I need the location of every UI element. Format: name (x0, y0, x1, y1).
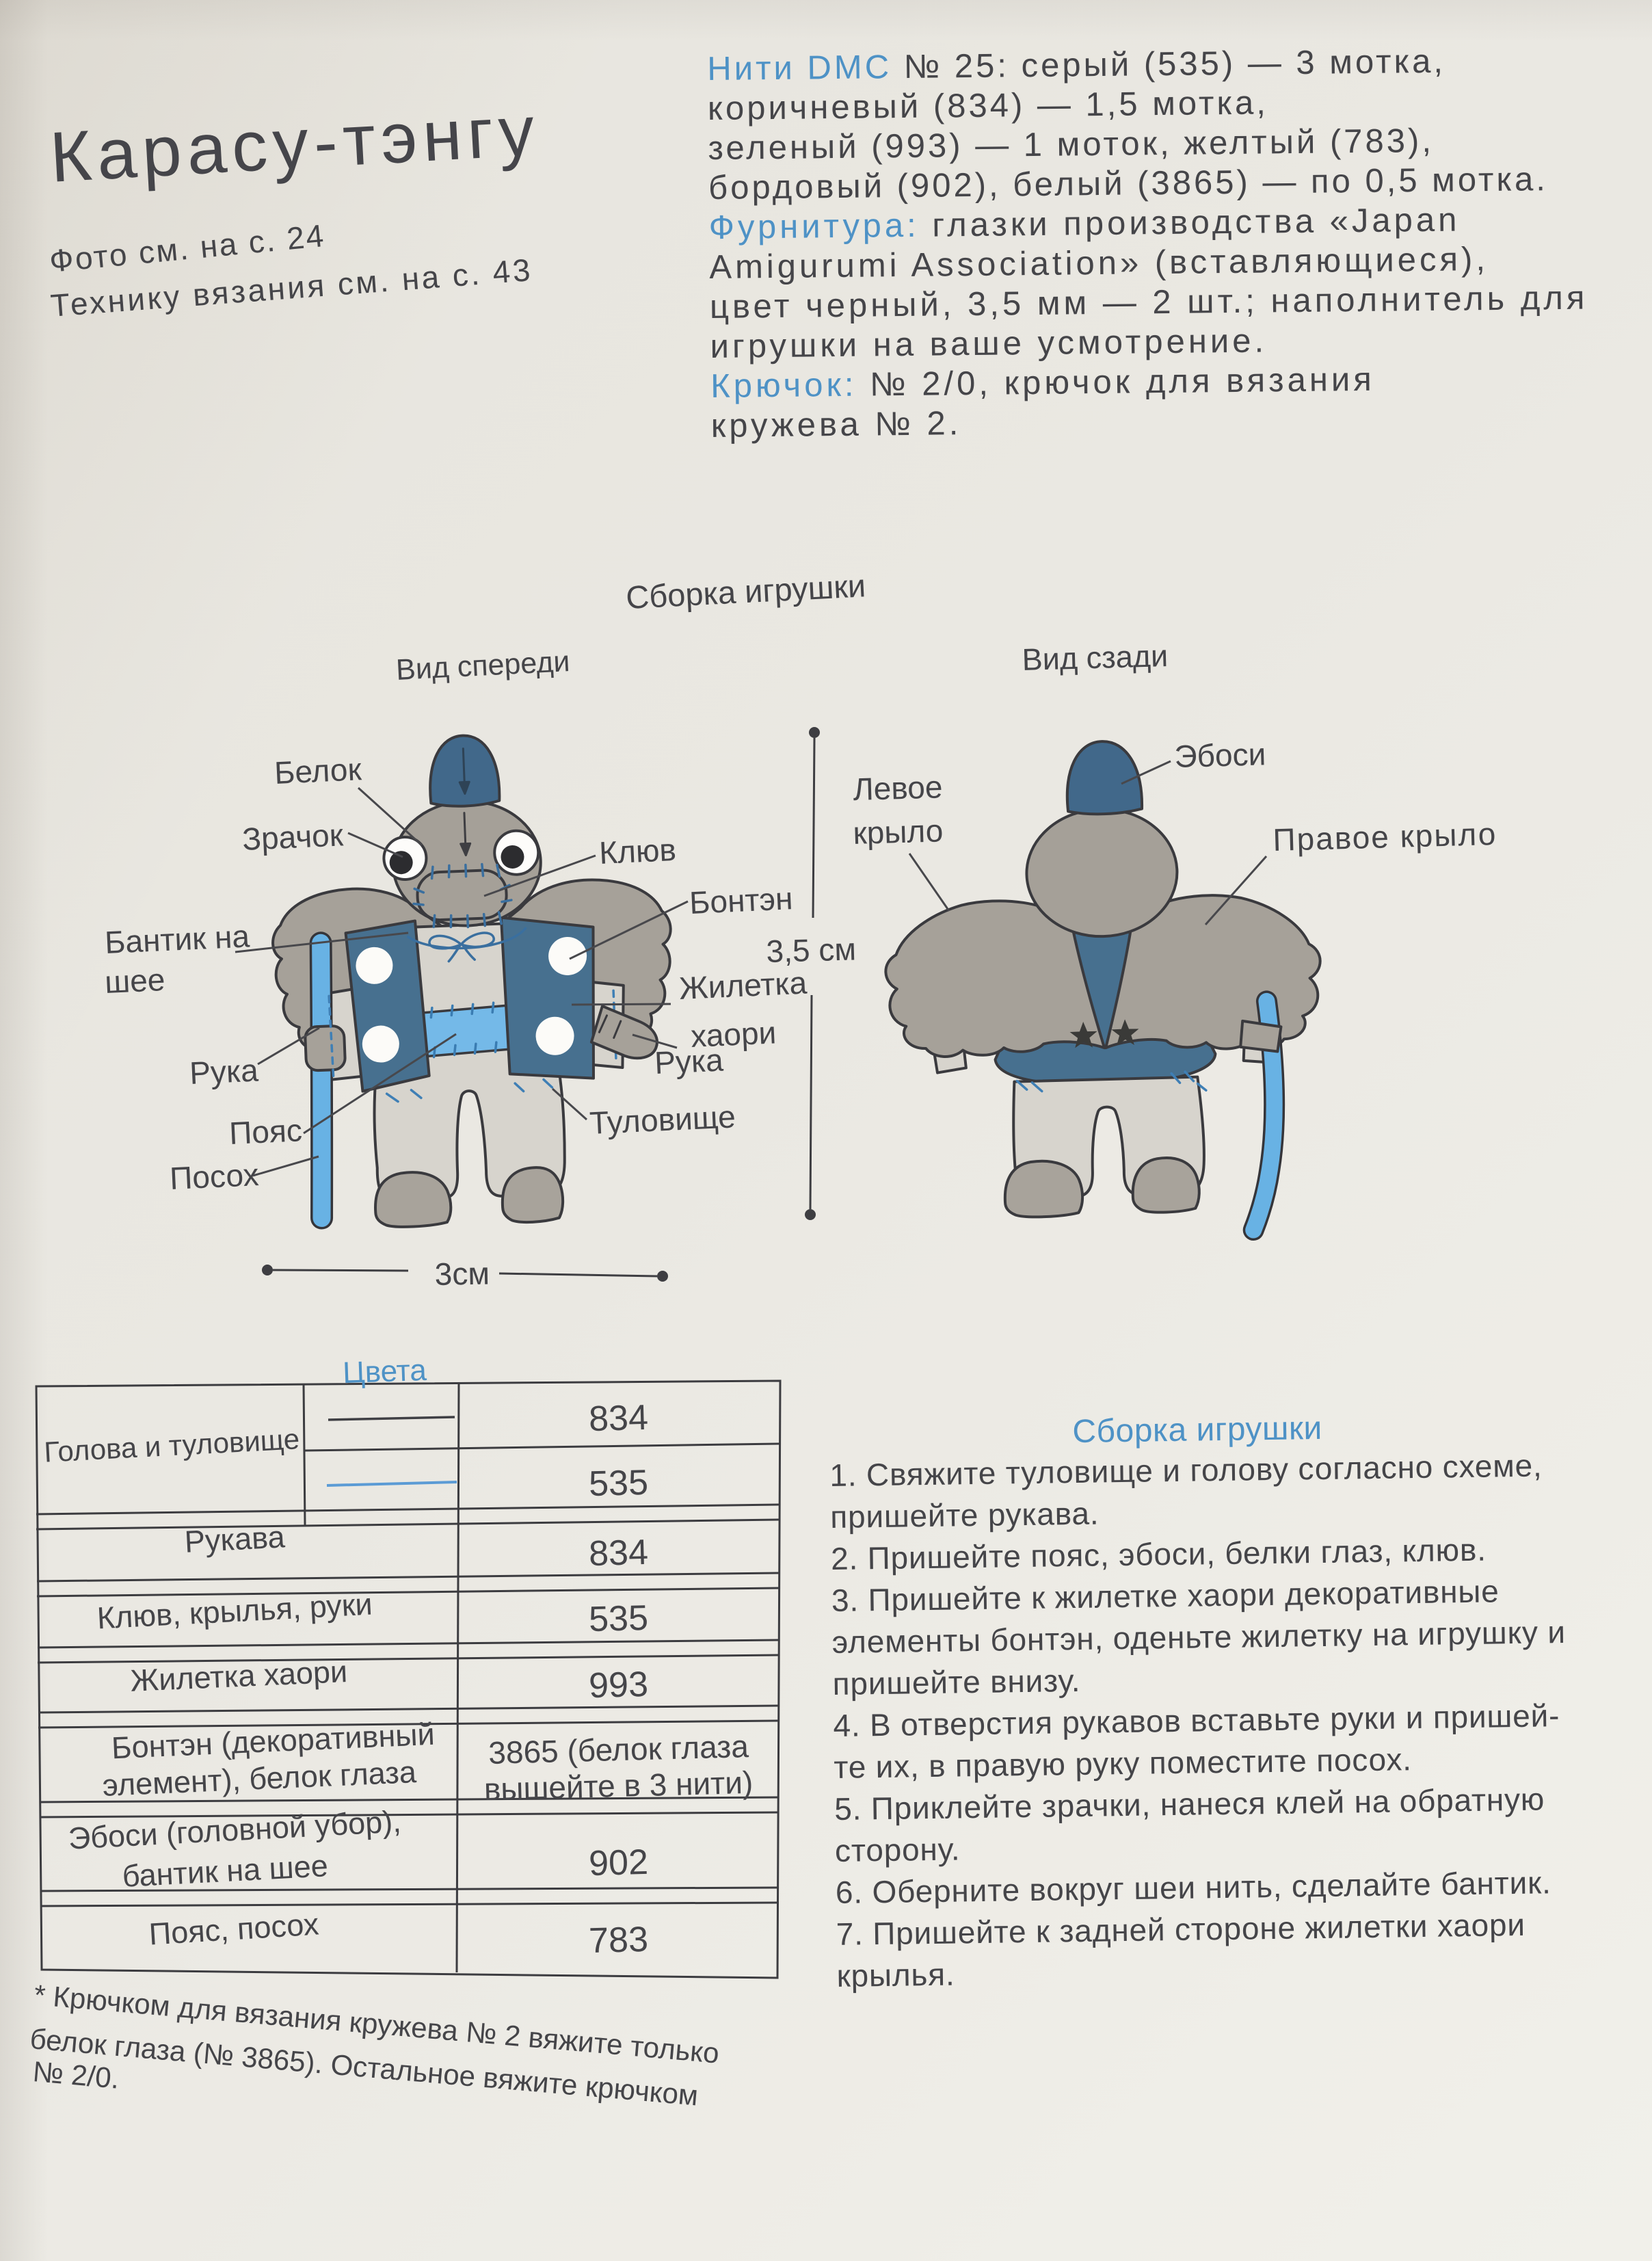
svg-text:Эбоси (головной убор),: Эбоси (головной убор), (68, 1803, 402, 1855)
svg-text:хаори: хаори (690, 1014, 777, 1054)
svg-text:Левое: Левое (853, 769, 943, 807)
svg-text:Туловище: Туловище (589, 1098, 736, 1141)
svg-text:бантик на шее: бантик на шее (122, 1848, 329, 1894)
svg-text:535: 535 (588, 1598, 648, 1639)
svg-text:3865 (белок глаза: 3865 (белок глаза (488, 1728, 749, 1771)
svg-text:шее: шее (104, 962, 165, 1000)
svg-text:Клюв: Клюв (598, 832, 677, 871)
svg-text:Пояс, посох: Пояс, посох (148, 1906, 320, 1951)
svg-text:834: 834 (588, 1533, 648, 1574)
svg-text:Бантик на: Бантик на (104, 918, 250, 960)
svg-text:3,5 см: 3,5 см (766, 931, 857, 969)
svg-text:Голова и туловище: Голова и туловище (43, 1423, 300, 1468)
svg-text:Бонтэн: Бонтэн (689, 880, 793, 921)
svg-text:Рука: Рука (189, 1052, 259, 1091)
svg-text:535: 535 (588, 1463, 648, 1504)
svg-text:Цвета: Цвета (342, 1353, 427, 1390)
svg-text:Посох: Посох (169, 1156, 259, 1196)
svg-text:Зрачок: Зрачок (241, 817, 345, 857)
svg-text:Клюв, крылья, руки: Клюв, крылья, руки (96, 1587, 373, 1636)
svg-text:834: 834 (588, 1398, 648, 1439)
svg-text:вышейте в 3 нити): вышейте в 3 нити) (483, 1764, 754, 1807)
svg-text:783: 783 (588, 1920, 648, 1961)
svg-text:Правое крыло: Правое крыло (1273, 816, 1497, 858)
svg-text:Рукава: Рукава (184, 1519, 287, 1559)
svg-text:крыло: крыло (853, 812, 944, 851)
svg-text:Рука: Рука (654, 1042, 724, 1081)
svg-text:Пояс: Пояс (228, 1112, 303, 1151)
svg-text:Эбоси: Эбоси (1174, 736, 1266, 774)
svg-text:Белок: Белок (274, 751, 362, 791)
svg-text:993: 993 (588, 1665, 648, 1706)
svg-text:Жилетка: Жилетка (678, 965, 808, 1006)
svg-text:3см: 3см (434, 1256, 490, 1292)
svg-text:902: 902 (588, 1842, 648, 1883)
